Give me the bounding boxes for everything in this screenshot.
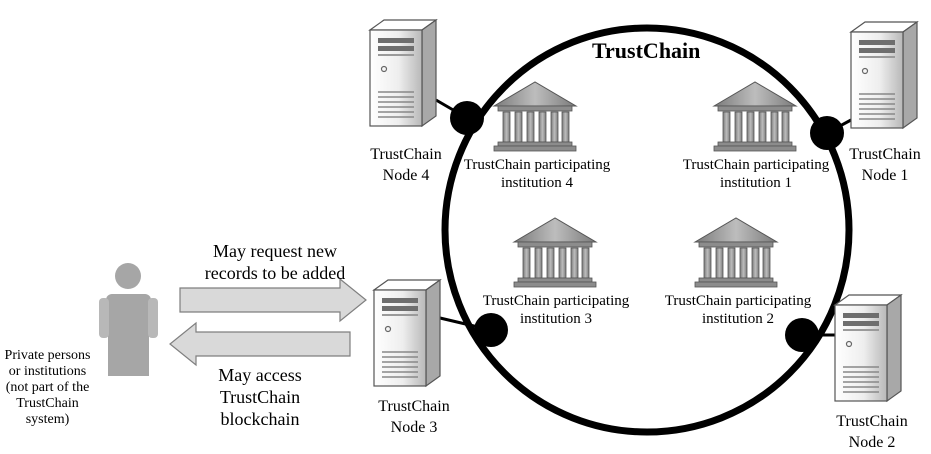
institution-3-icon [513, 217, 597, 288]
institution4-label: TrustChain participating institution 4 [452, 156, 622, 192]
request-arrow-label-line1: May request new [213, 241, 337, 261]
institution3-label-line2: institution 3 [519, 311, 593, 327]
institution2-label: TrustChain participating institution 2 [653, 292, 823, 328]
institution3-label-line1: TrustChain participating [482, 293, 630, 309]
institution-1-icon [713, 81, 797, 152]
node3-label-line1: TrustChain [378, 398, 450, 415]
request-arrow-label: May request new records to be added [190, 240, 360, 284]
institution2-label-line2: institution 2 [701, 311, 775, 327]
server-node3-icon [373, 279, 441, 387]
junction-node2 [785, 318, 819, 352]
access-arrow-label-line1: May access [218, 365, 302, 385]
server-node2-icon [834, 294, 902, 402]
access-arrow-label-line3: blockchain [220, 409, 300, 429]
institution2-label-line1: TrustChain participating [664, 293, 812, 309]
node1-label: TrustChain Node 1 [840, 144, 930, 186]
node2-label-line1: TrustChain [836, 413, 908, 430]
person-icon [99, 263, 158, 376]
access-arrow-label: May access TrustChain blockchain [200, 364, 320, 430]
person-label-line3: (not part of the [5, 380, 90, 395]
person-label-line5: system) [25, 412, 70, 427]
server-node4-icon [369, 19, 437, 127]
access-arrow [169, 321, 351, 367]
person-label-line4: TrustChain [16, 396, 79, 411]
junction-node1 [810, 116, 844, 150]
node3-label: TrustChain Node 3 [364, 396, 464, 438]
institution1-label-line1: TrustChain participating [682, 157, 830, 173]
person-label: Private persons or institutions (not par… [0, 348, 95, 428]
node2-label-line2: Node 2 [848, 434, 896, 451]
node1-label-line2: Node 1 [861, 167, 909, 184]
institution-2-icon [694, 217, 778, 288]
institution4-label-line1: TrustChain participating [463, 157, 611, 173]
request-arrow-label-line2: records to be added [204, 263, 346, 283]
server-node1-icon [850, 21, 918, 129]
institution1-label-line2: institution 1 [719, 175, 793, 191]
node3-label-line2: Node 3 [390, 419, 438, 436]
institution-4-icon [493, 81, 577, 152]
person-label-line1: Private persons [4, 348, 91, 363]
institution4-label-line2: institution 4 [500, 175, 574, 191]
institution1-label: TrustChain participating institution 1 [671, 156, 841, 192]
node1-label-line1: TrustChain [849, 146, 921, 163]
institution3-label: TrustChain participating institution 3 [471, 292, 641, 328]
trustchain-ring [441, 24, 853, 436]
node2-label: TrustChain Node 2 [822, 411, 922, 453]
request-arrow [179, 277, 367, 323]
junction-node4 [450, 101, 484, 135]
node4-label-line2: Node 4 [382, 167, 430, 184]
person-label-line2: or institutions [8, 364, 87, 379]
junction-node3 [474, 313, 508, 347]
node4-label-line1: TrustChain [370, 146, 442, 163]
access-arrow-label-line2: TrustChain [219, 387, 301, 407]
diagram-title: TrustChain [592, 38, 701, 63]
node4-label: TrustChain Node 4 [356, 144, 456, 186]
